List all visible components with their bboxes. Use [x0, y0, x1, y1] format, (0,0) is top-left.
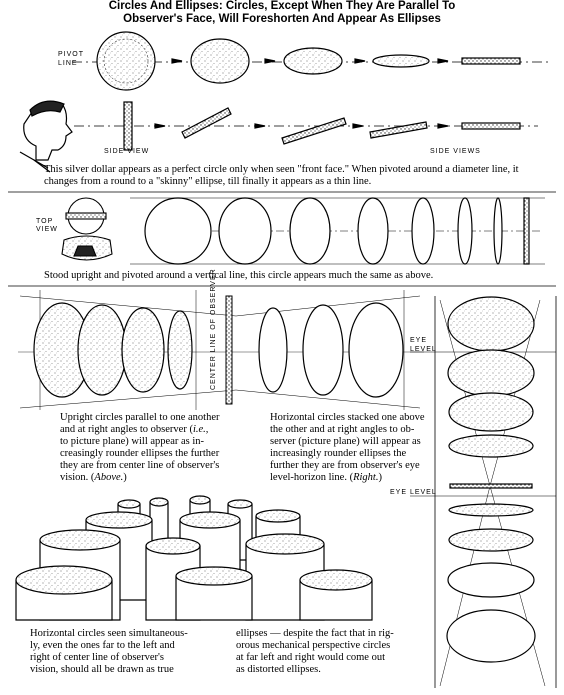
label-side-views: SIDE VIEWS [430, 148, 481, 155]
caption-parallel-4: creasingly rounder ellipses the further [60, 448, 220, 459]
top-view-diagram [61, 197, 113, 261]
caption-stacked-5: further they are from observer's eye [270, 460, 420, 471]
coin-pivot-2 [283, 47, 343, 75]
caption-mech-4: as distorted ellipses. [236, 664, 321, 675]
coin-edge [461, 57, 521, 65]
label-eye-level: EYE LEVEL [390, 489, 437, 496]
label-side-view: SIDE VIEW [104, 148, 150, 155]
stacked-circles-column [410, 296, 557, 688]
coin-pivot-3 [372, 54, 430, 68]
label-line: LINE [58, 60, 78, 67]
label-view: VIEW [36, 226, 58, 233]
coin-pivot-1 [190, 38, 250, 84]
caption-stacked-2: the other and at right angles to ob- [270, 424, 415, 435]
label-pivot: PIVOT [58, 51, 85, 58]
label-level: LEVEL [410, 346, 437, 353]
caption-stacked-6: level-horizon line. (Right.) [270, 472, 382, 483]
upright-circles-row [130, 197, 545, 265]
caption-stacked-1: Horizontal circles stacked one above [270, 412, 425, 423]
upright-perspective-diagram-right [235, 290, 424, 410]
caption-stacked-4: increasingly rounder ellipses the [270, 448, 407, 459]
center-line-bar [225, 295, 233, 405]
pivot-row [72, 31, 548, 91]
figure-title-line-2: Observer's Face, Will Foreshorten And Ap… [123, 13, 441, 25]
caption-parallel-1: Upright circles parallel to one another [60, 412, 220, 423]
caption-mech-1: ellipses — despite the fact that in rig- [236, 628, 394, 639]
caption-simul-4: vision, should all be drawn as true [30, 664, 174, 675]
caption-parallel-5: they are from center line of observer's [60, 460, 220, 471]
caption-parallel-3: to picture plane) will appear as in- [60, 436, 205, 447]
coin-side-5 [461, 122, 521, 130]
figure-title-line-1: Circles And Ellipses: Circles, Except Wh… [108, 0, 456, 12]
label-top: TOP [36, 218, 54, 225]
coin-side-1 [123, 101, 133, 151]
side-view-row [19, 100, 538, 173]
caption-simul-1: Horizontal circles seen simultaneous- [30, 628, 188, 639]
coin-front [96, 31, 156, 91]
caption-parallel-6: vision. (Above.) [60, 472, 127, 483]
label-eye: EYE [410, 337, 428, 344]
caption-stacked-3: server (picture plane) will appear as [270, 436, 421, 447]
label-center-line: CENTER LINE OF OBSERVER [210, 268, 217, 390]
caption-mech-3: at far left and right would come out [236, 652, 385, 663]
caption-upright: Stood upright and pivoted around a verti… [44, 270, 434, 281]
caption-mech-2: orous mechanical perspective circles [236, 640, 391, 651]
cylinders-diagram [15, 495, 373, 621]
caption-dollar-1: This silver dollar appears as a perfect … [44, 164, 519, 175]
caption-dollar-2: changes from a round to a "skinny" ellip… [44, 176, 372, 187]
caption-simul-3: right of center line of observer's [30, 652, 164, 663]
caption-parallel-2: and at right angles to observer (i.e., [60, 424, 209, 435]
caption-simul-2: ly, even the ones far to the left and [30, 640, 175, 651]
upright-perspective-diagram [18, 290, 237, 410]
